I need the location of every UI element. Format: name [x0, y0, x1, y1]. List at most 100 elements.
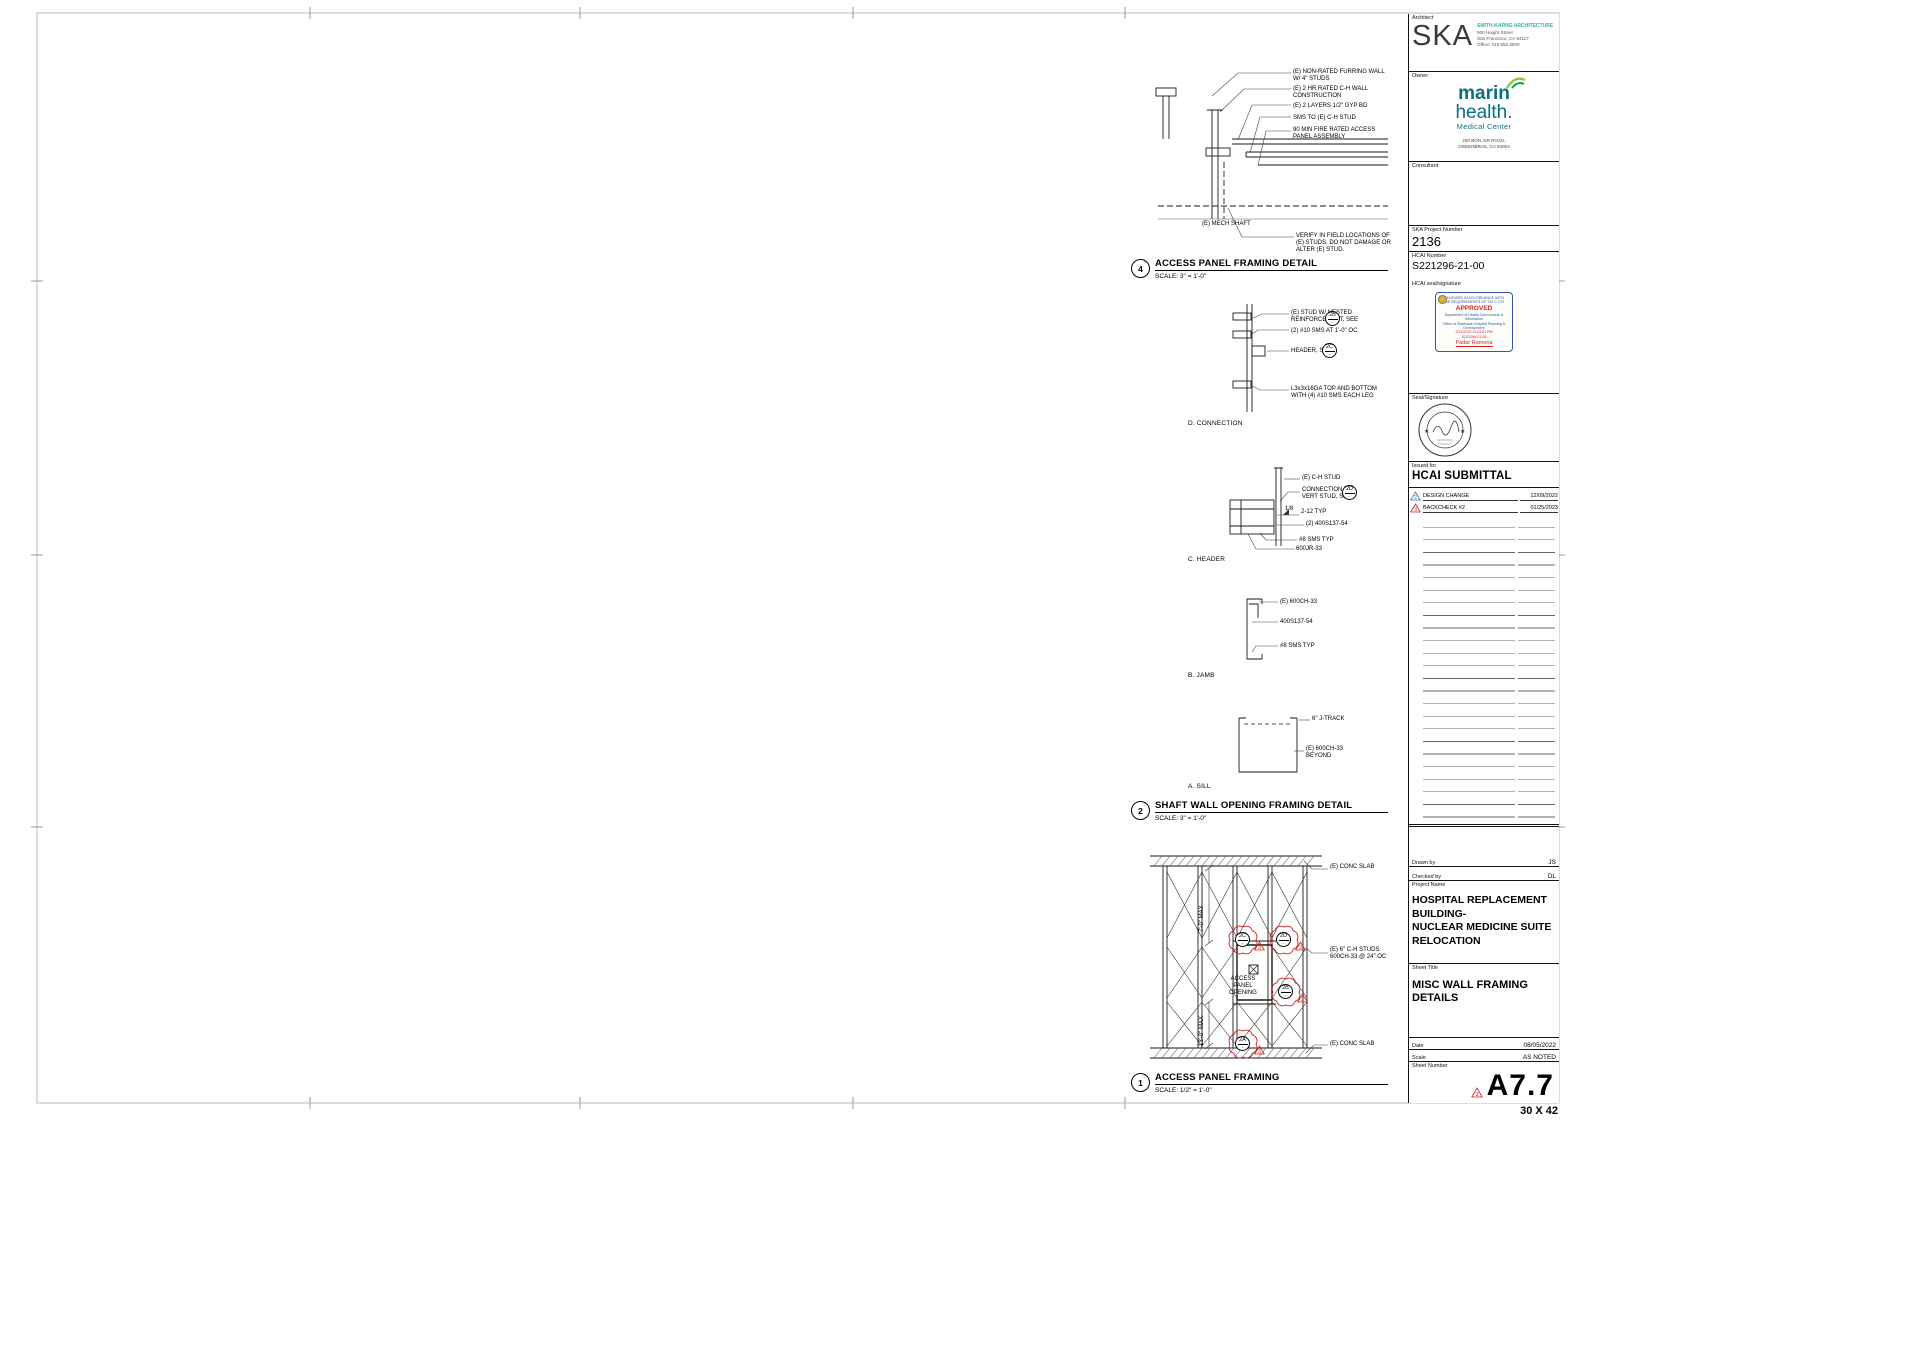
drawn-by-value: JS	[1548, 859, 1556, 866]
annotation-gyp-bd: (E) 2 LAYERS 1/2" GYP BD	[1293, 103, 1368, 109]
project-name-label: Project Name	[1412, 882, 1446, 888]
architect-address-2: San Francisco, CA 94117	[1477, 35, 1529, 41]
detail-2-number-bubble: 2	[1131, 801, 1150, 820]
detail-4-leaders	[1211, 72, 1294, 238]
detail-bubble-2d-callout: 2D -	[1276, 932, 1291, 947]
project-name-line: RELOCATION	[1412, 934, 1481, 947]
sheet-title-line: MISC WALL FRAMING	[1412, 979, 1528, 991]
revision-triangle-icon: 3	[1297, 993, 1308, 1003]
marin-swoosh-icon	[1505, 77, 1526, 89]
project-number-section: SKA Project Number 2136	[1409, 226, 1559, 252]
bubble-number: 2D	[1278, 933, 1289, 941]
svg-text:3: 3	[1475, 1092, 1478, 1098]
detail-2d-leaders	[1251, 313, 1289, 391]
svg-text:3: 3	[1299, 945, 1302, 951]
architect-address-1: 900 Haight Street	[1477, 29, 1513, 35]
bubble-number: 2B	[1280, 985, 1291, 993]
annotation-ch-stud: (E) C-H STUD	[1302, 475, 1341, 481]
ska-logo: SKA	[1412, 20, 1474, 52]
annotation-connection-vert: CONNECTION TO VERT STUD, SEE	[1302, 487, 1353, 500]
revision-2-triangle-icon: 2	[1410, 490, 1421, 501]
revision-date: 12/09/2022	[1520, 492, 1558, 501]
issued-for-value: HCAI SUBMITTAL	[1412, 470, 1512, 482]
sheet-size-label: 30 X 42	[1520, 1105, 1558, 1117]
hcai-gold-seal-icon	[1438, 295, 1447, 304]
hcai-number-value: S221296-21-00	[1412, 260, 1485, 272]
annotation-400s137-jamb: 400S137-54	[1280, 619, 1313, 625]
issued-for-label: Issued for	[1412, 463, 1437, 469]
revision-description: BACKCHECK #2	[1423, 504, 1518, 513]
sheet-number-row: 3 A7.7	[1412, 1071, 1556, 1101]
project-name-line: HOSPITAL REPLACEMENT	[1412, 894, 1547, 906]
annotation-nested-stud: (E) STUD W/ NESTED REINFORCEMENT, SEE	[1291, 310, 1359, 323]
detail-bubble-2c-ref: 2C -	[1322, 343, 1337, 358]
svg-text:2: 2	[1414, 495, 1417, 501]
revision-table-bottom-rule	[1409, 824, 1559, 827]
detail-2a-drawing	[1238, 717, 1298, 773]
detail-4-scale: SCALE: 3" = 1'-0"	[1155, 272, 1207, 280]
annotation-sms-typ: #8 SMS TYP	[1299, 537, 1334, 543]
sheet-title-label: Sheet Title	[1412, 965, 1438, 971]
owner-address-1: 250 BON AIR ROAD,	[1462, 138, 1506, 143]
seal-section: Seal/Signature ★ ★	[1409, 394, 1559, 462]
annotation-400s137: (2) 400S137-54	[1306, 521, 1348, 527]
date-row: Date 08/05/2022	[1409, 1038, 1559, 1050]
architect-logo-block: SKA SMITH-KARNG ARCHITECTURE 900 Haight …	[1412, 20, 1556, 52]
architect-section: Architect SKA SMITH-KARNG ARCHITECTURE 9…	[1409, 14, 1559, 72]
annotation-header-see: HEADER, SEE	[1291, 348, 1332, 354]
sheet-number-value: A7.7	[1486, 1069, 1554, 1102]
bubble-sheet-dash: -	[1282, 940, 1285, 946]
sheet-number-section: Sheet Number 3 A7.7	[1409, 1062, 1559, 1103]
stamp-line-1: REVIEWED IN ACCORDANCE WITH	[1443, 296, 1505, 300]
detail-2c-leaders	[1247, 478, 1304, 550]
project-number-value: 2136	[1412, 234, 1441, 249]
revision-row: 2 DESIGN CHANGE 12/09/2022	[1409, 488, 1559, 501]
scale-row: Scale AS NOTED	[1409, 1050, 1559, 1062]
date-label: Date	[1412, 1043, 1424, 1049]
sub-detail-d-label: D. CONNECTION	[1188, 420, 1243, 427]
detail-4-header: 4 ACCESS PANEL FRAMING DETAIL SCALE: 3" …	[1131, 258, 1388, 280]
annotation-verify-note: VERIFY IN FIELD LOCATIONS OF (E) STUDS. …	[1296, 233, 1391, 253]
annotation-mech-shaft: (E) MECH SHAFT	[1202, 221, 1251, 227]
checked-by-label: Checked by	[1412, 874, 1442, 880]
detail-2b-leaders	[1251, 601, 1278, 653]
stamp-agency: Department of Health Care Access & Infor…	[1444, 312, 1504, 322]
detail-2d-drawing	[1232, 304, 1266, 412]
annotation-600jr: 600JR-33	[1296, 546, 1323, 552]
detail-4-drawing	[1155, 87, 1388, 220]
bubble-sheet-dash: -	[1241, 1044, 1244, 1050]
project-number-label: SKA Project Number	[1412, 227, 1463, 233]
revision-table: 2 DESIGN CHANGE 12/09/2022 3 BACKCHECK #…	[1409, 488, 1559, 827]
dimension-13ft-max: 13'-0" MAX	[1199, 1016, 1205, 1046]
owner-address: 250 BON AIR ROAD, GREENBRAE, CA 94904	[1412, 138, 1556, 150]
architect-label: Architect	[1412, 15, 1434, 21]
detail-bubble-2a-callout: 2A -	[1235, 1036, 1250, 1051]
svg-text:3: 3	[1301, 997, 1304, 1003]
detail-2-title: SHAFT WALL OPENING FRAMING DETAIL	[1155, 800, 1388, 813]
consultant-section: Consultant	[1409, 162, 1559, 226]
sub-detail-b-label: B. JAMB	[1188, 672, 1215, 679]
svg-text:3: 3	[1414, 507, 1417, 513]
owner-section: Owner marin health. Medical Center 250 B…	[1409, 72, 1559, 162]
checked-by-value: DL	[1547, 873, 1556, 880]
marinhealth-logo: marin health. Medical Center 250 BON AIR…	[1412, 77, 1556, 150]
detail-bubble-2c-callout: 2C -	[1235, 932, 1250, 947]
project-name-line: BUILDING-	[1412, 907, 1467, 920]
bubble-number: 2D	[1344, 486, 1355, 494]
annotation-rated-wall: (E) 2 HR RATED C-H WALL CONSTRUCTION	[1293, 86, 1368, 99]
revision-empty-lines-desc	[1423, 515, 1515, 825]
revision-triangle-icon: 3	[1295, 941, 1306, 951]
revision-date: 01/25/2023	[1520, 504, 1558, 513]
hcai-seal-label: HCAI seal/signature	[1412, 281, 1461, 287]
project-name-section: Project Name HOSPITAL REPLACEMENT BUILDI…	[1409, 881, 1559, 964]
annotation-sms: SMS TO (E) C-H STUD	[1293, 115, 1356, 121]
sheet-revision-triangle-icon: 3	[1470, 1087, 1483, 1098]
revision-triangle-icon: 3	[1254, 941, 1265, 951]
annotation-weld-size: 1/8	[1285, 506, 1294, 512]
project-name: HOSPITAL REPLACEMENT BUILDING- NUCLEAR M…	[1412, 894, 1556, 948]
medical-center-text: Medical Center	[1456, 122, 1512, 131]
bubble-sheet-dash: -	[1331, 319, 1334, 325]
detail-1-number-bubble: 1	[1131, 1073, 1150, 1092]
revision-empty-lines-date	[1518, 515, 1555, 825]
svg-text:3: 3	[1258, 945, 1261, 951]
